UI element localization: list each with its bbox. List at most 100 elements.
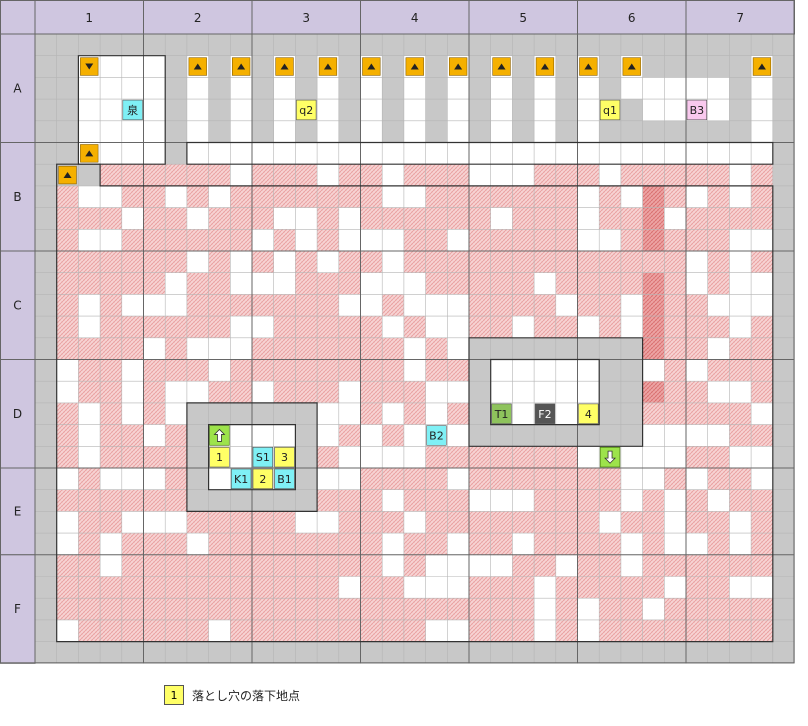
trap-cell — [230, 229, 252, 251]
trap-cell — [490, 468, 513, 490]
trap-cell — [56, 229, 79, 251]
trap-cell — [143, 576, 166, 599]
floor-cell — [664, 77, 686, 100]
trap-cell — [751, 489, 773, 512]
trap-cell — [360, 337, 383, 360]
room-wall — [512, 424, 535, 447]
trap-cell — [360, 164, 383, 186]
trap-cell — [469, 185, 491, 208]
trap-cell — [642, 164, 665, 186]
trap-cell — [252, 554, 274, 577]
trap-cell — [186, 511, 209, 534]
floor-cell — [56, 359, 79, 382]
trap-cell — [751, 424, 773, 447]
stair-up-icon — [232, 57, 251, 76]
floor-cell — [143, 294, 166, 317]
room-floor — [273, 424, 296, 447]
floor-cell — [577, 99, 600, 121]
floor-cell — [403, 120, 426, 143]
trap-cell — [360, 619, 383, 642]
trap-cell — [165, 576, 187, 599]
floor-cell — [664, 446, 686, 468]
floor-cell — [121, 468, 144, 490]
floor-cell — [620, 446, 643, 468]
trap-cell — [78, 337, 101, 360]
k1-marker: K1 — [231, 468, 252, 490]
floor-cell — [534, 619, 556, 642]
trap-cell — [208, 598, 231, 620]
trap-cell — [273, 294, 296, 317]
trap-cell — [664, 598, 686, 620]
floor-cell — [382, 446, 404, 468]
floor-cell — [620, 316, 643, 338]
floor-cell — [729, 251, 752, 273]
floor-cell — [642, 142, 665, 165]
trap-cell — [599, 272, 621, 295]
trap-cell — [56, 576, 79, 599]
floor-cell — [100, 77, 122, 100]
trap-cell — [447, 446, 469, 468]
trap-cell — [599, 489, 621, 512]
trap-cell — [707, 164, 730, 186]
trap-cell — [317, 316, 339, 338]
floor-cell — [751, 272, 773, 295]
trap-cell — [230, 576, 252, 599]
trap-cell — [165, 359, 187, 382]
floor-cell — [707, 294, 730, 317]
floor-cell — [403, 272, 426, 295]
trap-cell — [143, 402, 166, 425]
trap-cell — [447, 489, 469, 512]
trap-cell — [121, 164, 144, 186]
floor-cell — [469, 164, 491, 186]
floor-cell — [360, 294, 383, 317]
trap-cell — [577, 511, 600, 534]
trap-cell — [121, 446, 144, 468]
trap-cell — [707, 251, 730, 273]
room-wall — [295, 489, 318, 512]
floor-cell — [100, 468, 122, 490]
floor-cell — [186, 142, 209, 165]
floor-cell — [577, 619, 600, 642]
floor-cell — [490, 142, 513, 165]
trap-cell — [620, 511, 643, 534]
trap-cell — [751, 381, 773, 403]
trap-cell — [664, 619, 686, 642]
floor-cell — [208, 185, 231, 208]
trap-cell — [121, 337, 144, 360]
floor-cell — [360, 229, 383, 251]
trap-cell — [447, 251, 469, 273]
drop-2-label: 2 — [259, 473, 266, 486]
floor-cell — [403, 446, 426, 468]
trap-cell — [686, 337, 708, 360]
floor-cell — [100, 554, 122, 577]
room-wall — [186, 489, 209, 512]
trap-cell — [208, 251, 231, 273]
floor-cell — [707, 142, 730, 165]
wall-outline — [56, 163, 774, 643]
stair-up-icon — [622, 57, 641, 76]
floor-cell — [186, 381, 209, 403]
room-wall — [469, 424, 491, 447]
column-header-label: 4 — [411, 11, 419, 25]
trap-cell — [186, 619, 209, 642]
room-wall — [186, 424, 209, 447]
trap-cell — [208, 511, 231, 534]
floor-cell — [403, 424, 426, 447]
trap-cell — [360, 359, 383, 382]
floor-cell — [382, 229, 404, 251]
trap-cell — [252, 619, 274, 642]
trap-cell — [555, 533, 578, 555]
floor-cell — [642, 468, 665, 490]
trap-cell — [490, 446, 513, 468]
trap-cell — [577, 533, 600, 555]
trap-cell — [360, 251, 383, 273]
floor-cell — [317, 77, 339, 100]
trap-cell — [555, 576, 578, 599]
floor-cell — [686, 359, 708, 382]
trap-cell — [620, 272, 643, 295]
floor-cell — [186, 533, 209, 555]
floor-cell — [577, 120, 600, 143]
trap-cell — [729, 619, 752, 642]
trap-cell — [186, 229, 209, 251]
floor-cell — [317, 164, 339, 186]
